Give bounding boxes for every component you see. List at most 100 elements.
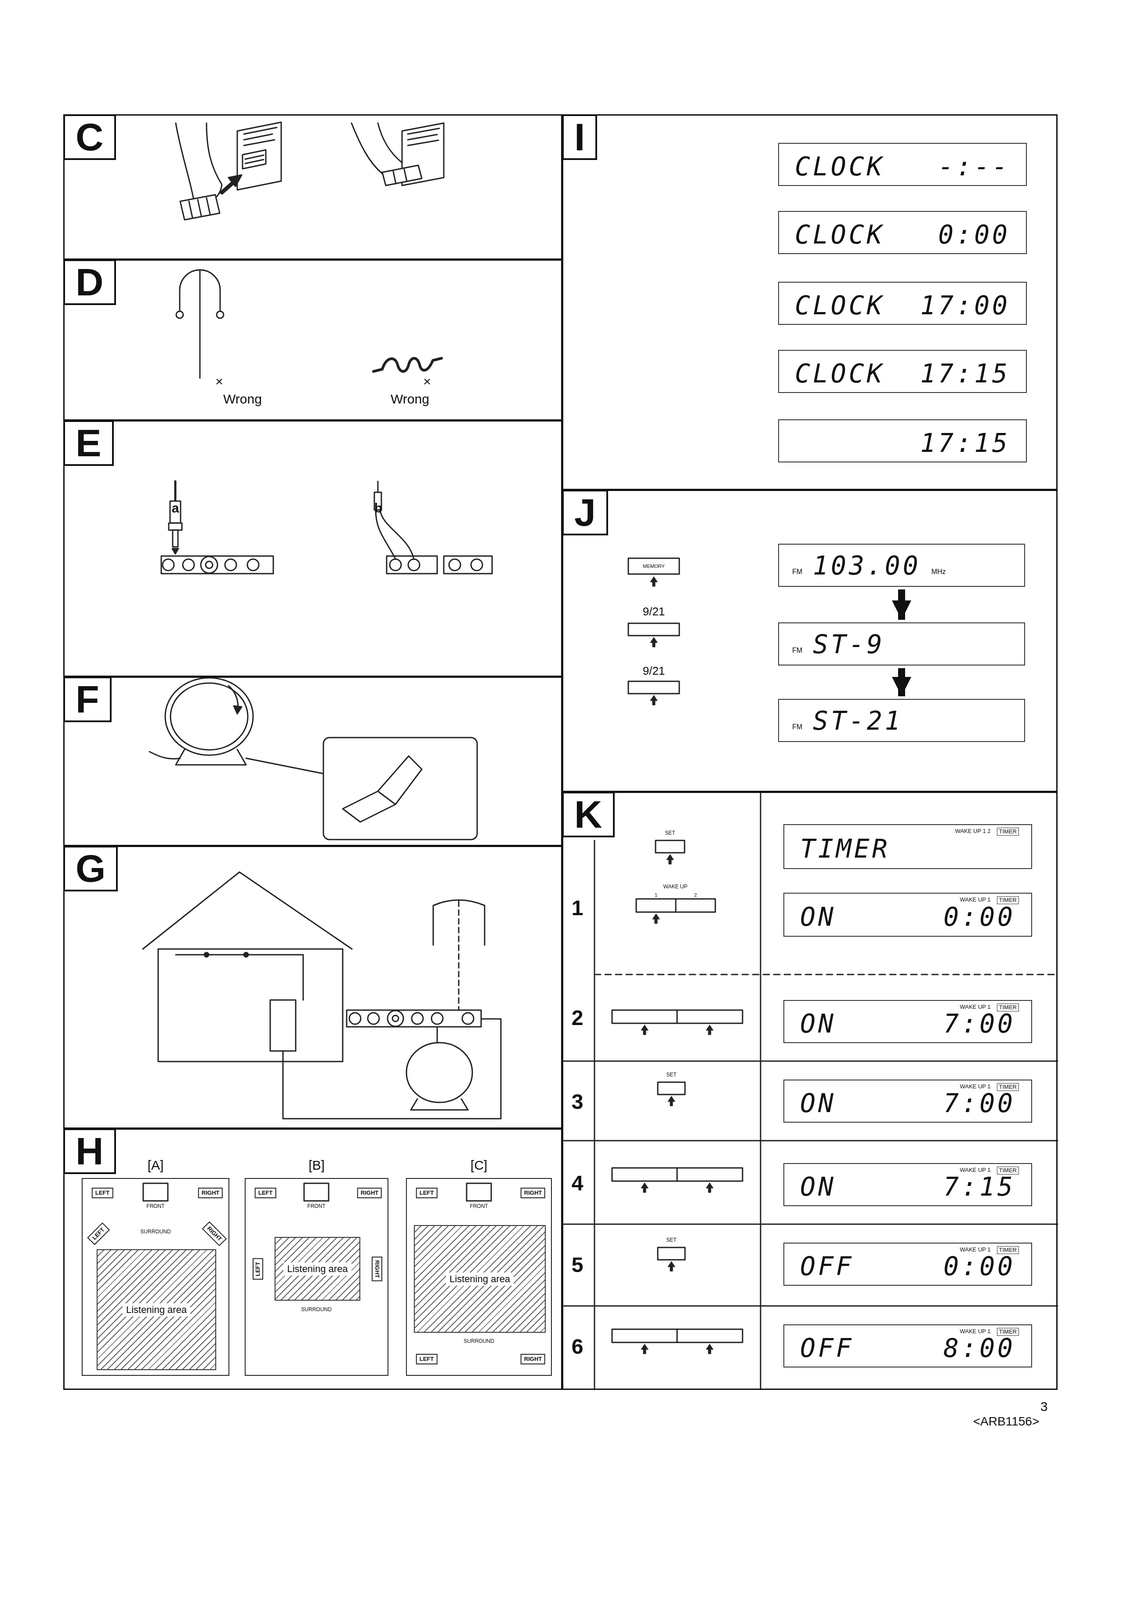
jack-connection-figure — [408, 558, 420, 571]
display-digits: 0:00 — [943, 1251, 1016, 1280]
button-symbol — [655, 840, 685, 853]
position-label: SURROUND — [140, 1228, 171, 1235]
press-arrow — [706, 1182, 714, 1193]
display-indicators: WAKE UP 1TIMER — [959, 1327, 1019, 1336]
room-heading-text: [A] — [147, 1157, 164, 1172]
flow-arrow — [898, 667, 906, 696]
display-indicator: TIMER — [996, 1003, 1019, 1012]
room-heading-text: [B] — [308, 1157, 325, 1172]
clock-display: CLOCK0:00 — [778, 210, 1027, 254]
note-text: Wrong — [390, 391, 430, 407]
section-letter-box: I — [561, 114, 598, 160]
illustration — [142, 122, 1058, 1389]
outdoor-antenna-figure — [158, 948, 343, 1062]
display-indicator: WAKE UP 1 — [959, 1003, 991, 1012]
button-symbol — [628, 623, 680, 636]
button-label: 2 — [694, 891, 697, 898]
clock-display: CLOCK17:15 — [778, 349, 1027, 393]
plug-insertion-figure — [221, 182, 233, 193]
position-label: FRONT — [307, 1203, 326, 1210]
outdoor-antenna-figure — [142, 871, 352, 949]
press-arrow — [650, 576, 658, 587]
clock-display: 17:15 — [778, 419, 1027, 463]
loop-antenna-figure — [149, 751, 181, 759]
display-indicator: TIMER — [996, 1245, 1019, 1254]
display-digits: 7:00 — [943, 1009, 1016, 1038]
display-digits: ON — [800, 902, 837, 931]
timer-table-rule — [594, 840, 596, 1389]
loop-antenna-figure — [233, 705, 242, 714]
speaker-label: RIGHT — [524, 1188, 542, 1196]
page-number: 3 — [1040, 1398, 1048, 1414]
section-panel: D — [63, 259, 563, 421]
position-label: SURROUND — [300, 1306, 332, 1313]
section-letter: K — [574, 792, 603, 836]
clock-display: CLOCK -:-- — [778, 142, 1027, 186]
timer-table-rule — [561, 1139, 1058, 1142]
display-digits: -:-- — [938, 152, 1011, 181]
press-arrow — [652, 913, 660, 924]
jack-connection-figure — [224, 558, 237, 571]
timer-table-rule — [561, 791, 1058, 1389]
section-letter: F — [75, 677, 100, 721]
outdoor-antenna-figure — [387, 1010, 404, 1026]
plug-insertion-figure — [245, 155, 264, 164]
outdoor-antenna-figure — [367, 1012, 380, 1024]
antenna-wrong-figure — [216, 311, 224, 319]
button-label: SET — [666, 1236, 677, 1243]
display-digits: CLOCK — [794, 152, 885, 181]
section-letter: I — [574, 115, 585, 159]
section-letter-box: H — [63, 1127, 116, 1174]
step-number: 6 — [571, 1333, 584, 1359]
button-symbol — [612, 1328, 743, 1342]
section-panel: KTIMERWAKE UP 1 2TIMERON0:00WAKE UP 1TIM… — [561, 791, 1058, 1390]
front-center-speaker — [143, 1182, 492, 1201]
display-digits: ON — [800, 1088, 837, 1117]
step-number: 4 — [571, 1170, 584, 1195]
display-indicators: WAKE UP 1TIMER — [959, 1082, 1019, 1091]
jack-connection-figure — [172, 548, 179, 554]
timer-table-rule — [594, 973, 1058, 975]
outdoor-antenna-figure — [349, 1012, 361, 1024]
outdoor-antenna-figure — [243, 952, 249, 957]
outdoor-antenna-figure — [458, 900, 460, 1009]
timer-display: ON0:00WAKE UP 1TIMER — [783, 892, 1033, 937]
jack-connection-figure — [161, 555, 274, 574]
plug-insertion-figure — [407, 128, 440, 146]
jack-connection-figure — [471, 558, 483, 571]
front-center-speaker — [466, 1182, 492, 1201]
callout-letter: b — [374, 500, 383, 516]
display-digits: 17:15 — [920, 359, 1011, 388]
press-arrow — [667, 1095, 675, 1106]
button-symbol — [636, 898, 716, 912]
button-symbol — [612, 1009, 743, 1023]
outdoor-antenna-figure — [411, 1012, 424, 1024]
section-letter-box: D — [63, 259, 116, 305]
plug-insertion-figure — [188, 197, 211, 218]
position-label: FRONT — [146, 1203, 165, 1210]
timer-display: ON7:00WAKE UP 1TIMER — [783, 999, 1033, 1043]
display-digits: 7:00 — [943, 1088, 1016, 1117]
speaker-box: LEFT — [254, 1187, 277, 1198]
button-symbol — [676, 1167, 678, 1181]
button-symbol — [657, 1246, 685, 1260]
antenna-wrong-figure — [373, 358, 442, 372]
area-label: Listening area — [283, 1261, 352, 1276]
button-label: 1 — [654, 891, 658, 898]
tuner-display: FMST-9 — [778, 622, 1026, 666]
speaker-label: LEFT — [254, 1261, 261, 1276]
button-label: WAKE UP — [663, 883, 688, 890]
display-indicator: WAKE UP 1 — [959, 895, 991, 904]
display-digits: OFF — [800, 1251, 855, 1280]
section-letter-box: F — [63, 676, 112, 722]
loop-antenna-figure — [165, 677, 254, 755]
room-heading-text: [C] — [470, 1157, 488, 1172]
display-indicator: WAKE UP 1 — [959, 1166, 991, 1175]
section-letter: H — [75, 1128, 104, 1173]
press-arrow — [706, 1024, 714, 1035]
timer-display: ON 7:00WAKE UP 1TIMER — [783, 1079, 1033, 1123]
speaker-label: LEFT — [90, 1225, 106, 1241]
callout-letter: a — [171, 500, 180, 516]
display-indicator: TIMER — [996, 1166, 1019, 1175]
jack-connection-figure — [377, 481, 379, 493]
